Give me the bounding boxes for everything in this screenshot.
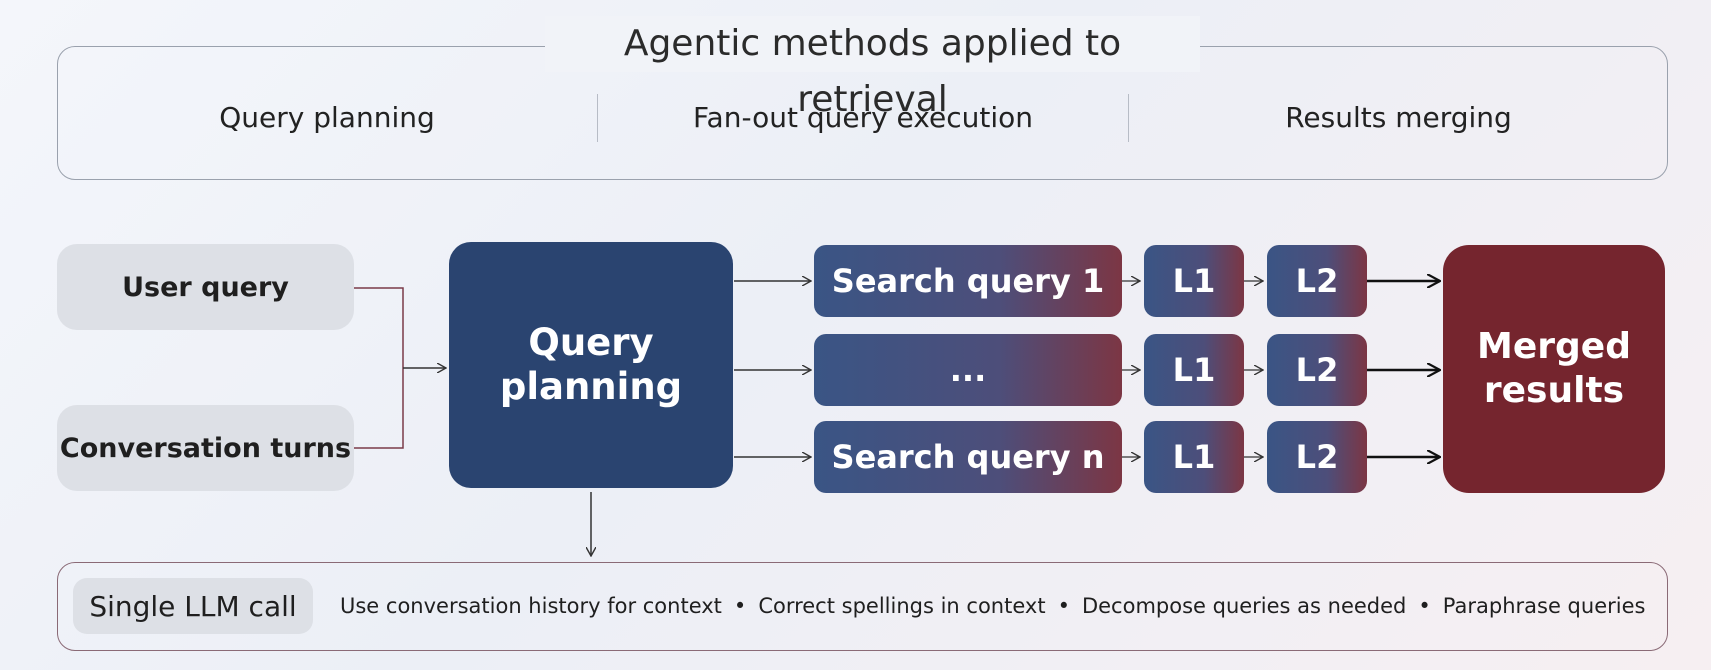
single-llm-call-pill: Single LLM call <box>73 578 313 634</box>
bullet-separator: • <box>733 594 747 618</box>
panel-title: Agentic methods applied to retrieval <box>545 16 1200 120</box>
search-query-box: ... <box>814 334 1122 406</box>
l2-ranker-box: L2 <box>1267 334 1367 406</box>
conversation-turns-pill: Conversation turns <box>57 405 354 491</box>
query-planning-label-1: Query <box>528 321 654 364</box>
feature-item: Decompose queries as needed <box>1081 594 1407 618</box>
llm-features-list: Use conversation history for context • Cor… <box>340 578 1645 634</box>
feature-item: Paraphrase queries <box>1442 594 1646 618</box>
divider <box>1128 94 1129 142</box>
divider <box>597 94 598 142</box>
bullet-separator: • <box>1057 594 1070 618</box>
l1-ranker-box: L1 <box>1144 421 1244 493</box>
method-results-merging: Results merging <box>1285 101 1512 134</box>
l1-ranker-box: L1 <box>1144 334 1244 406</box>
bullet-separator: • <box>1418 594 1431 618</box>
search-query-box: Search query 1 <box>814 245 1122 317</box>
feature-item: Use conversation history for context <box>340 594 722 618</box>
query-planning-label-2: planning <box>499 365 683 408</box>
input-bracket <box>354 287 404 449</box>
search-query-box: Search query n <box>814 421 1122 493</box>
method-query-planning: Query planning <box>219 101 435 134</box>
l2-ranker-box: L2 <box>1267 421 1367 493</box>
query-planning-box: Query planning <box>449 242 733 488</box>
merged-label-1: Merged <box>1477 326 1631 367</box>
l1-ranker-box: L1 <box>1144 245 1244 317</box>
method-fan-out: Fan-out query execution <box>693 101 1033 134</box>
merged-results-box: Merged results <box>1443 245 1665 493</box>
l2-ranker-box: L2 <box>1267 245 1367 317</box>
user-query-pill: User query <box>57 244 354 330</box>
feature-item: Correct spellings in context <box>758 594 1046 618</box>
merged-label-2: results <box>1483 370 1625 411</box>
llm-call-panel <box>57 562 1668 651</box>
